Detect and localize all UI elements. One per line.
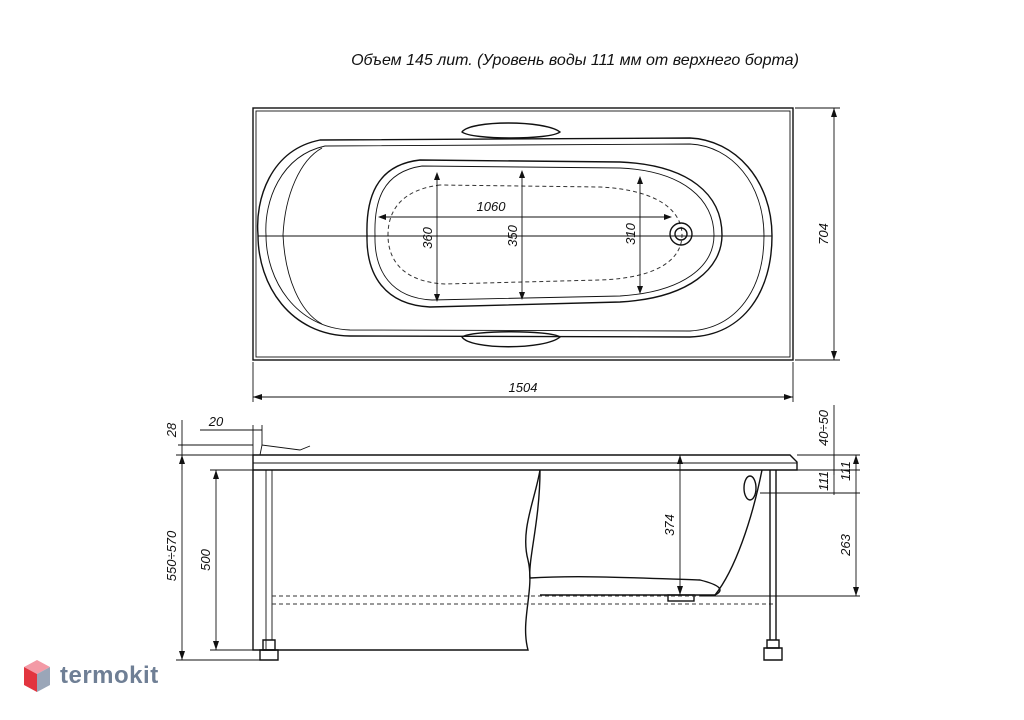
right-foot: [763, 647, 783, 661]
dim-263: 263: [838, 533, 853, 556]
dim-500: 500: [198, 548, 213, 570]
dim-111-b: 111: [838, 461, 853, 481]
inner-basin: [366, 159, 723, 308]
dim-360: 360: [420, 226, 435, 248]
dim-28: 28: [164, 422, 179, 438]
inner-basin-edge: [374, 165, 715, 301]
dim-1504: 1504: [509, 380, 538, 395]
outer-basin: [256, 137, 773, 338]
bottom-handle: [461, 331, 562, 348]
dim-704: 704: [816, 223, 831, 245]
headrest: [282, 147, 323, 325]
drain-inner: [674, 227, 688, 241]
left-foot: [259, 649, 279, 661]
overflow-hole: [743, 475, 757, 501]
dim-550-570: 550÷570: [164, 530, 179, 581]
dim-20: 20: [208, 414, 224, 429]
drain-outer: [669, 222, 693, 246]
side-view: 28 20 550÷570 500 374 40÷50 111: [164, 405, 860, 661]
front-panel: [252, 469, 541, 651]
basin-bottom-dashed: [387, 184, 683, 285]
termokit-cube-icon: [24, 660, 50, 692]
dim-310: 310: [623, 222, 638, 244]
dim-111-a: 111: [816, 471, 831, 491]
overflow: [259, 444, 311, 456]
dim-1060: 1060: [477, 199, 507, 214]
basin-profile: [529, 469, 721, 596]
outer-basin-inner-line: [265, 143, 765, 332]
termokit-logo: termokit: [22, 656, 159, 696]
tub-rim-inner-edge: [255, 110, 791, 358]
brand-name: termokit: [60, 662, 159, 689]
dim-374: 374: [662, 514, 677, 536]
basin-slope: [714, 469, 763, 596]
top-view: 1060 360 350 310 1504 704: [252, 107, 840, 402]
rim-slab: [252, 454, 798, 471]
tub-rim-outline: [252, 107, 794, 361]
drain-stub: [667, 594, 695, 602]
dim-40-50: 40÷50: [816, 409, 831, 446]
dim-350: 350: [505, 224, 520, 246]
top-handle: [461, 122, 562, 139]
volume-caption: Объем 145 лит. (Уровень воды 111 мм от в…: [351, 52, 799, 69]
